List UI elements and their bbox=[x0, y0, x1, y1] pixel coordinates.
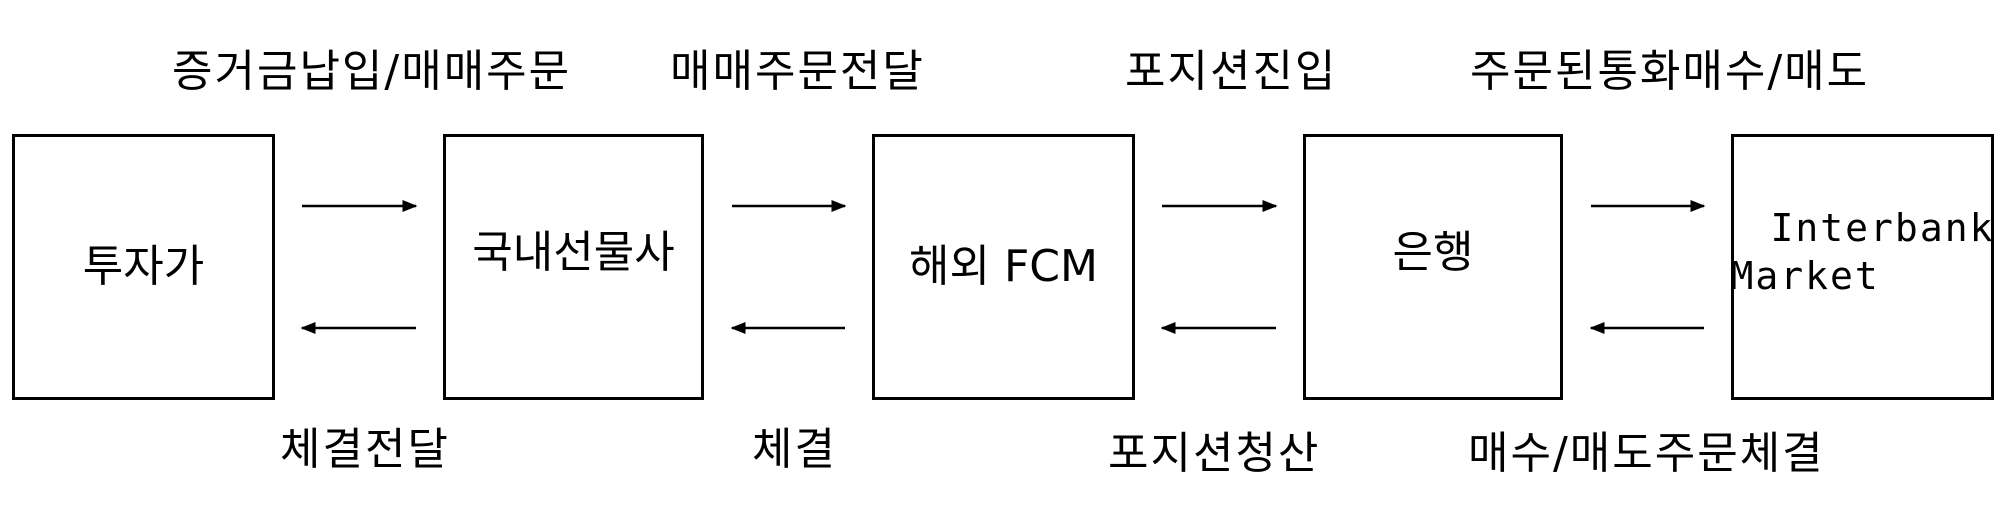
node-investor-label: 투자가 bbox=[83, 243, 204, 291]
node-bank-label: 은행 bbox=[1393, 229, 1474, 277]
flow-label-position-close: 포지션청산 bbox=[1108, 432, 1320, 476]
node-overseas-fcm: 해외 FCM bbox=[872, 134, 1135, 400]
node-interbank-market-line2: Market bbox=[1731, 256, 1995, 298]
flow-label-currency-buy-sell: 주문된통화매수/매도 bbox=[1470, 50, 1869, 94]
flow-label-execution-relay: 체결전달 bbox=[280, 428, 450, 472]
flow-label-buy-sell-execution: 매수/매도주문체결 bbox=[1468, 432, 1825, 476]
node-investor: 투자가 bbox=[12, 134, 275, 400]
flow-label-position-entry: 포지션진입 bbox=[1125, 50, 1337, 94]
node-interbank-market-line1: Interbank bbox=[1731, 208, 1995, 250]
node-interbank-market-label: Interbank Market bbox=[1731, 208, 1995, 298]
node-overseas-fcm-label: 해외 FCM bbox=[909, 243, 1098, 291]
flow-label-margin-order: 증거금납입/매매주문 bbox=[172, 50, 571, 94]
node-interbank-market: Interbank Market bbox=[1731, 134, 1994, 400]
node-bank: 은행 bbox=[1303, 134, 1563, 400]
flow-label-order-relay: 매매주문전달 bbox=[670, 50, 925, 94]
node-domestic-futures-label: 국내선물사 bbox=[472, 229, 674, 277]
flow-label-execution: 체결 bbox=[752, 428, 837, 472]
node-domestic-futures: 국내선물사 bbox=[443, 134, 704, 400]
